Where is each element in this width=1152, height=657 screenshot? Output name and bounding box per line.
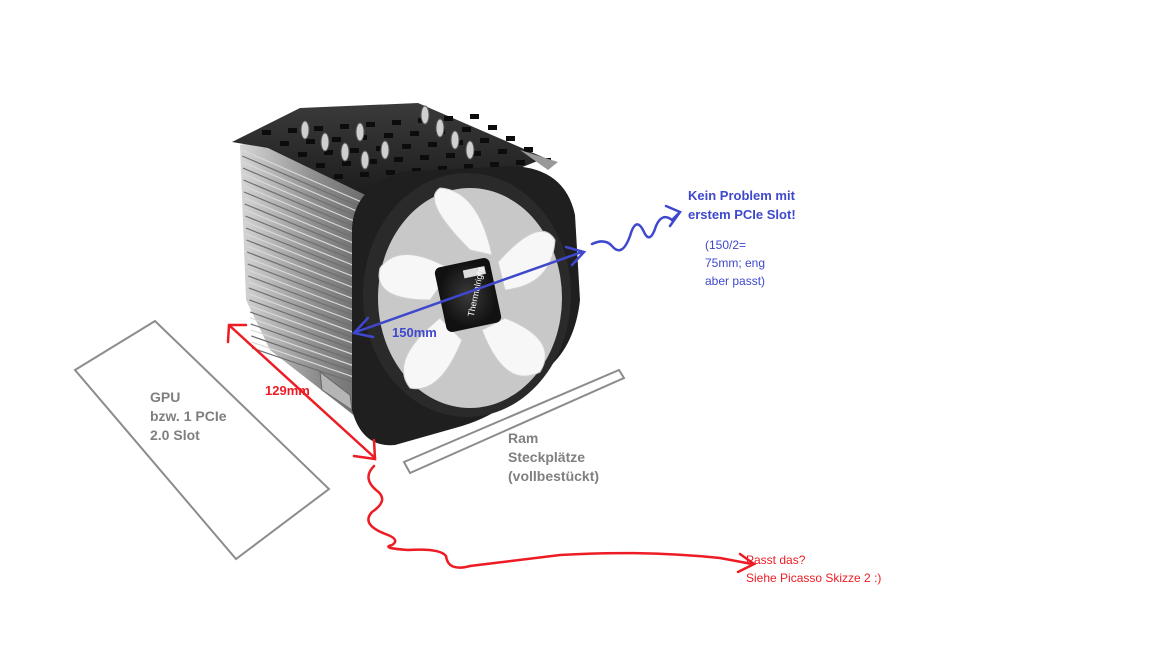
top-plate-hole [444, 116, 453, 121]
top-plate-hole [306, 139, 315, 144]
depth-measurement-arrow [226, 323, 377, 461]
top-plate-hole [324, 150, 333, 155]
question-arrowhead [736, 552, 757, 574]
top-plate-hole [394, 157, 403, 162]
gpu-slot-outline [73, 319, 331, 561]
question-note: Passt das? Siehe Picasso Skizze 2 :) [746, 553, 882, 585]
heatpipe-cap [320, 132, 330, 152]
heatsink-fin-line [242, 155, 381, 217]
depth-label: 129mm [265, 383, 310, 398]
ram-slot-outline [402, 368, 626, 475]
heatpipe-cap [360, 150, 370, 170]
top-plate-hole [446, 153, 455, 158]
top-plate-hole [280, 141, 289, 146]
pcie-note-arrowhead [664, 204, 682, 228]
top-plate-hole [262, 130, 271, 135]
top-plate-hole [488, 125, 497, 130]
top-plate-hole [480, 138, 489, 143]
top-plate-hole [402, 144, 411, 149]
top-plate-hole [472, 151, 481, 156]
top-plate-hole [420, 155, 429, 160]
pcie-note-pointer-arrow [590, 212, 680, 252]
top-plate-hole [428, 142, 437, 147]
heatpipe-cap [420, 105, 430, 125]
top-plate-hole [360, 172, 369, 177]
top-plate-hole [350, 148, 359, 153]
top-plate-hole [498, 149, 507, 154]
top-plate-hole [340, 124, 349, 129]
top-plate-hole [392, 120, 401, 125]
question-pointer-arrow [367, 464, 754, 569]
heatpipe-cap [340, 142, 350, 162]
heatpipe-cap [465, 140, 475, 160]
heatpipe-cap [450, 130, 460, 150]
top-plate-hole [506, 136, 515, 141]
top-plate-hole [316, 163, 325, 168]
top-plate-hole [342, 161, 351, 166]
top-plate-hole [334, 174, 343, 179]
cpu-cooler-illustration: Thermalright [232, 103, 580, 446]
top-plate-hole [376, 146, 385, 151]
top-plate-hole [470, 114, 479, 119]
heatsink-fin-line [241, 149, 381, 211]
top-plate-hole [438, 166, 447, 171]
top-plate-hole [464, 164, 473, 169]
top-plate-hole [490, 162, 499, 167]
top-plate-hole [462, 127, 471, 132]
ram-label: Ram Steckplätze (vollbestückt) [508, 430, 600, 484]
heatpipe-cap [435, 118, 445, 138]
pcie-note-detail: (150/2= 75mm; eng aber passt) [705, 238, 766, 288]
top-plate-hole [410, 131, 419, 136]
gpu-label: GPU bzw. 1 PCIe 2.0 Slot [150, 389, 227, 443]
top-plate-hole [332, 137, 341, 142]
top-plate-hole [516, 160, 525, 165]
heatpipe-cap [380, 140, 390, 160]
heatpipe-cap [300, 120, 310, 140]
pcie-note-title: Kein Problem mit erstem PCIe Slot! [688, 188, 796, 222]
top-plate-hole [386, 170, 395, 175]
top-plate-hole [524, 147, 533, 152]
heatpipe-cap [355, 122, 365, 142]
width-measurement-arrow [351, 245, 587, 339]
top-plate-hole [298, 152, 307, 157]
top-plate-hole [384, 133, 393, 138]
top-plate-hole [288, 128, 297, 133]
top-plate-hole [314, 126, 323, 131]
width-label: 150mm [392, 325, 437, 340]
fan-hub-label [434, 258, 502, 332]
top-plate-hole [368, 159, 377, 164]
top-plate-hole [366, 122, 375, 127]
heatpipe-caps [300, 105, 475, 170]
top-plate-hole [412, 168, 421, 173]
